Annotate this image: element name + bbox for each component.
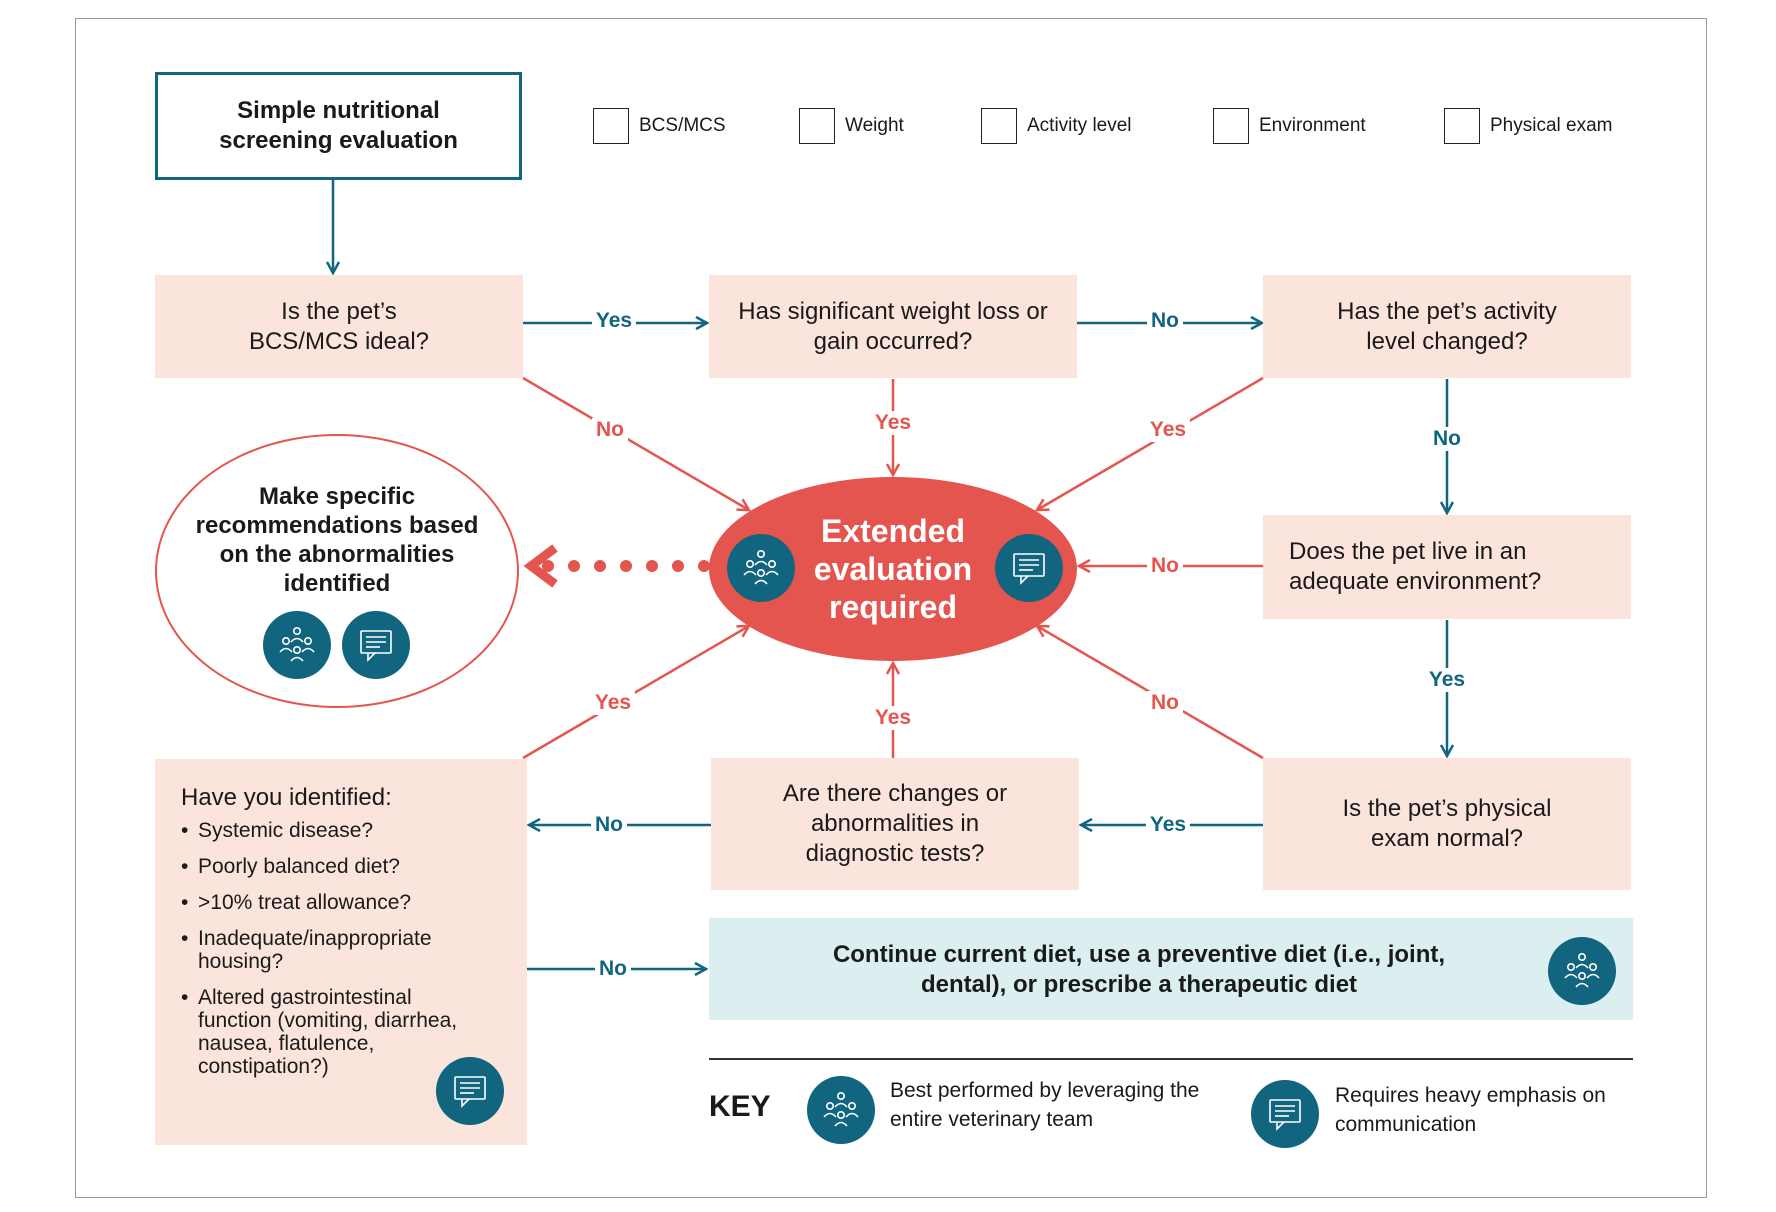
continue-diet-box: Continue current diet, use a preventive …: [709, 918, 1633, 1020]
edge-label-diagnostic-center: Yes: [870, 706, 916, 730]
start-text: Simple nutritional screening evaluation: [219, 97, 458, 154]
edge-label-environment-center: No: [1147, 554, 1183, 578]
checkbox-label: Weight: [845, 115, 904, 136]
question-environment-text: Does the pet live in an adequate environ…: [1289, 538, 1542, 595]
checkbox-square[interactable]: [1444, 108, 1480, 144]
start-box: Simple nutritional screening evaluation: [155, 72, 522, 180]
question-bcs-box: Is the pet’s BCS/MCS ideal?: [155, 275, 523, 378]
checkbox-square[interactable]: [593, 108, 629, 144]
checkbox-physical[interactable]: Physical exam: [1444, 108, 1613, 144]
checkbox-activity[interactable]: Activity level: [981, 108, 1132, 144]
team-icon: [727, 534, 795, 602]
question-diagnostic-text: Are there changes or abnormalities in di…: [782, 780, 1008, 867]
question-physical-box: Is the pet’s physical exam normal?: [1263, 758, 1631, 890]
recommendations-text: Make specific recommendations based on t…: [195, 483, 479, 597]
continue-diet-text: Continue current diet, use a preventive …: [832, 941, 1446, 998]
speech-bubble-icon: [342, 611, 410, 679]
checkbox-weight[interactable]: Weight: [799, 108, 904, 144]
key-team-text: Best performed by leveraging the entire …: [890, 1079, 1200, 1131]
edge-label-weight-activity: No: [1147, 309, 1183, 333]
edge-label-identified-center: Yes: [590, 691, 636, 715]
question-activity-text: Has the pet’s activity level changed?: [1337, 297, 1557, 355]
edge-label-weight-center: Yes: [870, 411, 916, 435]
list-item: Altered gastrointestinal function (vomit…: [181, 986, 488, 1078]
speech-bubble-icon: [436, 1057, 504, 1125]
question-diagnostic-box: Are there changes or abnormalities in di…: [711, 758, 1079, 890]
list-item: Poorly balanced diet?: [181, 855, 501, 878]
checkbox-square[interactable]: [1213, 108, 1249, 144]
edge-label-environment-physical: Yes: [1424, 668, 1470, 692]
arrow-activity-to-center: [1037, 376, 1264, 510]
edge-label-identified-continue: No: [595, 957, 631, 981]
identified-heading: Have you identified:: [181, 784, 392, 811]
edge-label-activity-environment: No: [1429, 427, 1465, 451]
edge-label-physical-center: No: [1147, 691, 1183, 715]
checkbox-environment[interactable]: Environment: [1213, 108, 1366, 144]
list-item: Inadequate/inappropriate housing?: [181, 927, 473, 973]
edge-label-diagnostic-identified: No: [591, 813, 627, 837]
question-weight-box: Has significant weight loss or gain occu…: [709, 275, 1077, 378]
team-icon: [1548, 937, 1616, 1005]
list-item: Systemic disease?: [181, 819, 501, 842]
edge-label-physical-diagnostic: Yes: [1145, 813, 1191, 837]
checkbox-label: Activity level: [1027, 115, 1132, 136]
dotted-arrow-to-recommendations: [523, 544, 710, 588]
checkbox-label: Physical exam: [1490, 115, 1613, 136]
extended-evaluation-text: Extended evaluation required: [813, 513, 973, 625]
checkbox-bcs[interactable]: BCS/MCS: [593, 108, 726, 144]
speech-bubble-icon: [1251, 1080, 1319, 1148]
diagram-frame: [75, 18, 1707, 1198]
question-bcs-text: Is the pet’s BCS/MCS ideal?: [248, 297, 430, 355]
arrow-identified-to-center: [522, 626, 749, 760]
key-divider: [709, 1058, 1633, 1060]
arrow-bcs-to-center: [522, 376, 749, 510]
list-item: >10% treat allowance?: [181, 891, 501, 914]
team-icon: [263, 611, 331, 679]
question-physical-text: Is the pet’s physical exam normal?: [1342, 795, 1552, 852]
team-icon: [807, 1076, 875, 1144]
checkbox-square[interactable]: [981, 108, 1017, 144]
key-title: KEY: [709, 1090, 771, 1123]
checkbox-label: BCS/MCS: [639, 115, 726, 136]
identified-list: Systemic disease? Poorly balanced diet? …: [181, 819, 501, 1078]
speech-bubble-icon: [995, 534, 1063, 602]
checkbox-square[interactable]: [799, 108, 835, 144]
key-communication-text: Requires heavy emphasis on communication: [1335, 1084, 1606, 1136]
edge-label-bcs-weight: Yes: [591, 309, 637, 333]
edge-label-bcs-center: No: [592, 418, 628, 442]
question-environment-box: Does the pet live in an adequate environ…: [1263, 515, 1631, 619]
edge-label-activity-center: Yes: [1145, 418, 1191, 442]
checkbox-label: Environment: [1259, 115, 1366, 136]
question-activity-box: Has the pet’s activity level changed?: [1263, 275, 1631, 378]
question-weight-text: Has significant weight loss or gain occu…: [738, 297, 1048, 355]
recommendations-oval: Make specific recommendations based on t…: [155, 434, 519, 708]
